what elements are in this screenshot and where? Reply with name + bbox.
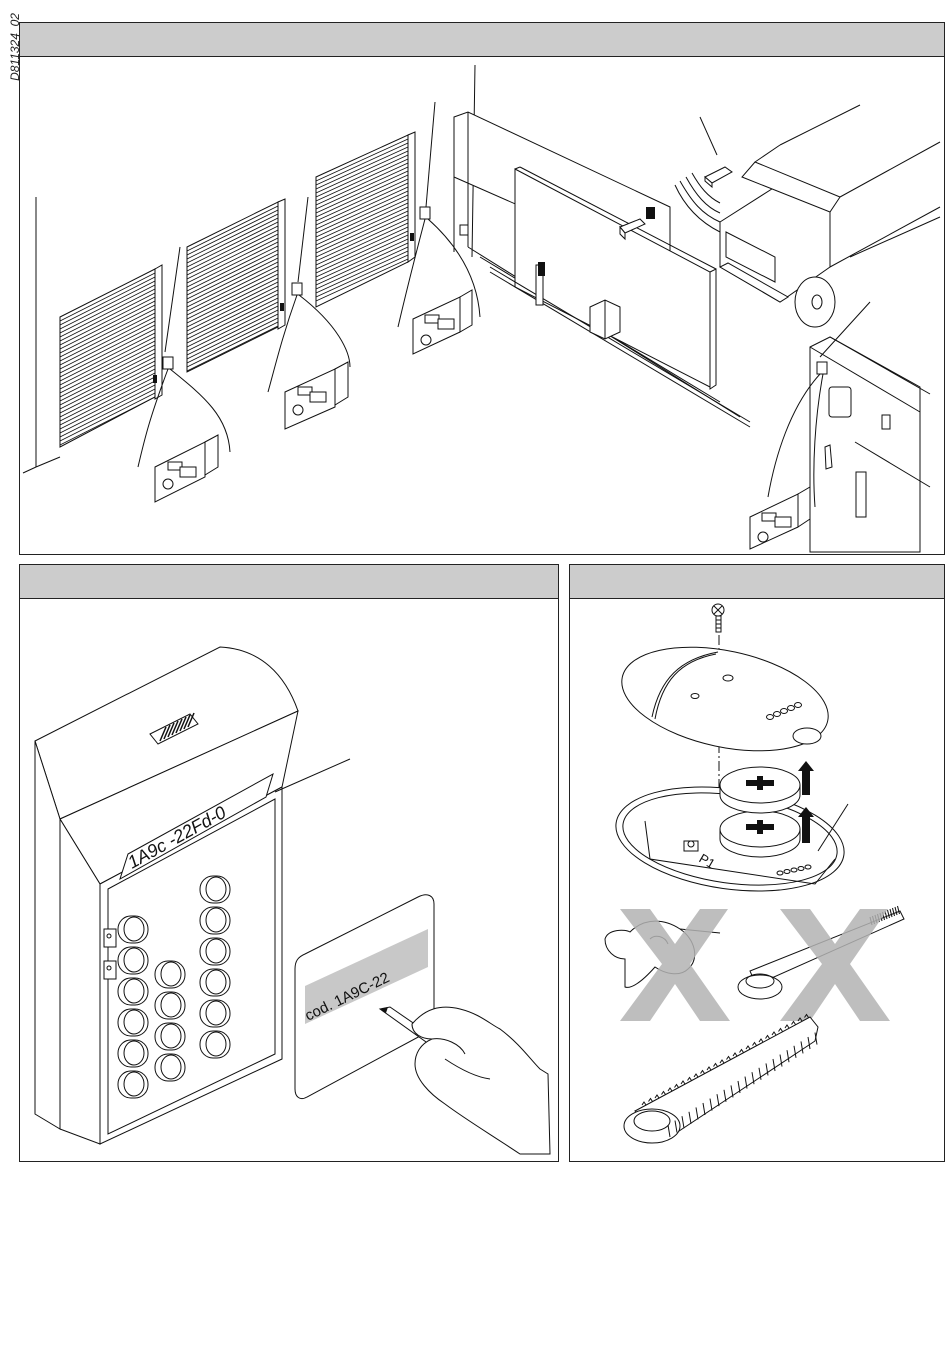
gate-motor <box>590 300 620 339</box>
keypad-key[interactable] <box>155 1054 185 1081</box>
code-card: cod. 1A9C-22 <box>295 895 434 1099</box>
cross-mark-icon <box>780 909 890 1021</box>
photocell-post <box>536 262 545 305</box>
receiver-4 <box>768 374 823 507</box>
keypad-key[interactable] <box>155 961 185 988</box>
receiver-board-4 <box>750 487 810 549</box>
cross-mark-icon <box>620 909 730 1021</box>
keypad-illustration: 1A9c -22Fd-0 cod. 1A9C-22 <box>20 599 558 1161</box>
keypad-key[interactable] <box>118 1040 148 1067</box>
keypad-key[interactable] <box>155 1023 185 1050</box>
arrow-up-icon <box>798 761 814 843</box>
receiver-board-2 <box>285 362 348 429</box>
keypad-key[interactable] <box>200 907 230 934</box>
coin-battery-lower <box>720 811 800 857</box>
crossed-out-tweezers <box>738 906 904 1021</box>
transponder-extraction-tool <box>624 1015 818 1144</box>
receiver-board-1 <box>155 435 218 502</box>
panel-header <box>20 565 558 599</box>
receiver-board-3 <box>413 290 472 354</box>
keypad-key[interactable] <box>118 978 148 1005</box>
keypad-key[interactable] <box>200 1031 230 1058</box>
car <box>720 105 940 327</box>
keypad-key[interactable] <box>200 969 230 996</box>
coin-battery-upper <box>720 767 800 813</box>
keypad-key[interactable] <box>118 1009 148 1036</box>
keypad-housing <box>35 647 298 1144</box>
keypad-buttons <box>118 876 230 1098</box>
panel-header <box>20 23 944 57</box>
hand-with-pencil <box>380 1007 550 1154</box>
panel-installation-overview <box>19 22 945 555</box>
roller-shutter-door-1 <box>60 265 162 447</box>
keypad-key[interactable] <box>118 916 148 943</box>
callout-line <box>818 804 848 851</box>
panel-keypad-code: 1A9c -22Fd-0 cod. 1A9C-22 <box>19 564 559 1162</box>
keypad-key[interactable] <box>118 1071 148 1098</box>
installation-illustration <box>20 57 944 554</box>
keypad-key[interactable] <box>200 1000 230 1027</box>
sliding-gate <box>515 167 716 389</box>
remote-transmitter <box>675 117 732 232</box>
receiver-2 <box>268 197 350 392</box>
roller-shutter-door-3 <box>316 132 415 307</box>
panel-header <box>570 565 944 599</box>
led-indicators <box>104 929 116 979</box>
card-stripe <box>305 929 428 1024</box>
callout-line <box>275 759 350 792</box>
keypad-key[interactable] <box>200 938 230 965</box>
screw-icon <box>712 604 724 632</box>
door-slats <box>60 139 408 445</box>
keypad-key[interactable] <box>118 947 148 974</box>
flashing-light <box>620 207 655 239</box>
receiver-1 <box>138 247 230 467</box>
button-p1-label: P1 <box>697 851 718 872</box>
crossed-out-hand <box>605 909 730 1021</box>
gate-rail <box>490 267 750 427</box>
transponder-illustration: P1 <box>570 599 944 1161</box>
keypad-key[interactable] <box>155 992 185 1019</box>
building-wall <box>23 197 60 473</box>
panel-transponder-battery: P1 <box>569 564 945 1162</box>
gate-receiver <box>460 225 468 235</box>
cover <box>612 630 837 768</box>
receiver-3 <box>398 102 480 327</box>
pillar-building <box>810 302 930 552</box>
keypad-key[interactable] <box>200 876 230 903</box>
